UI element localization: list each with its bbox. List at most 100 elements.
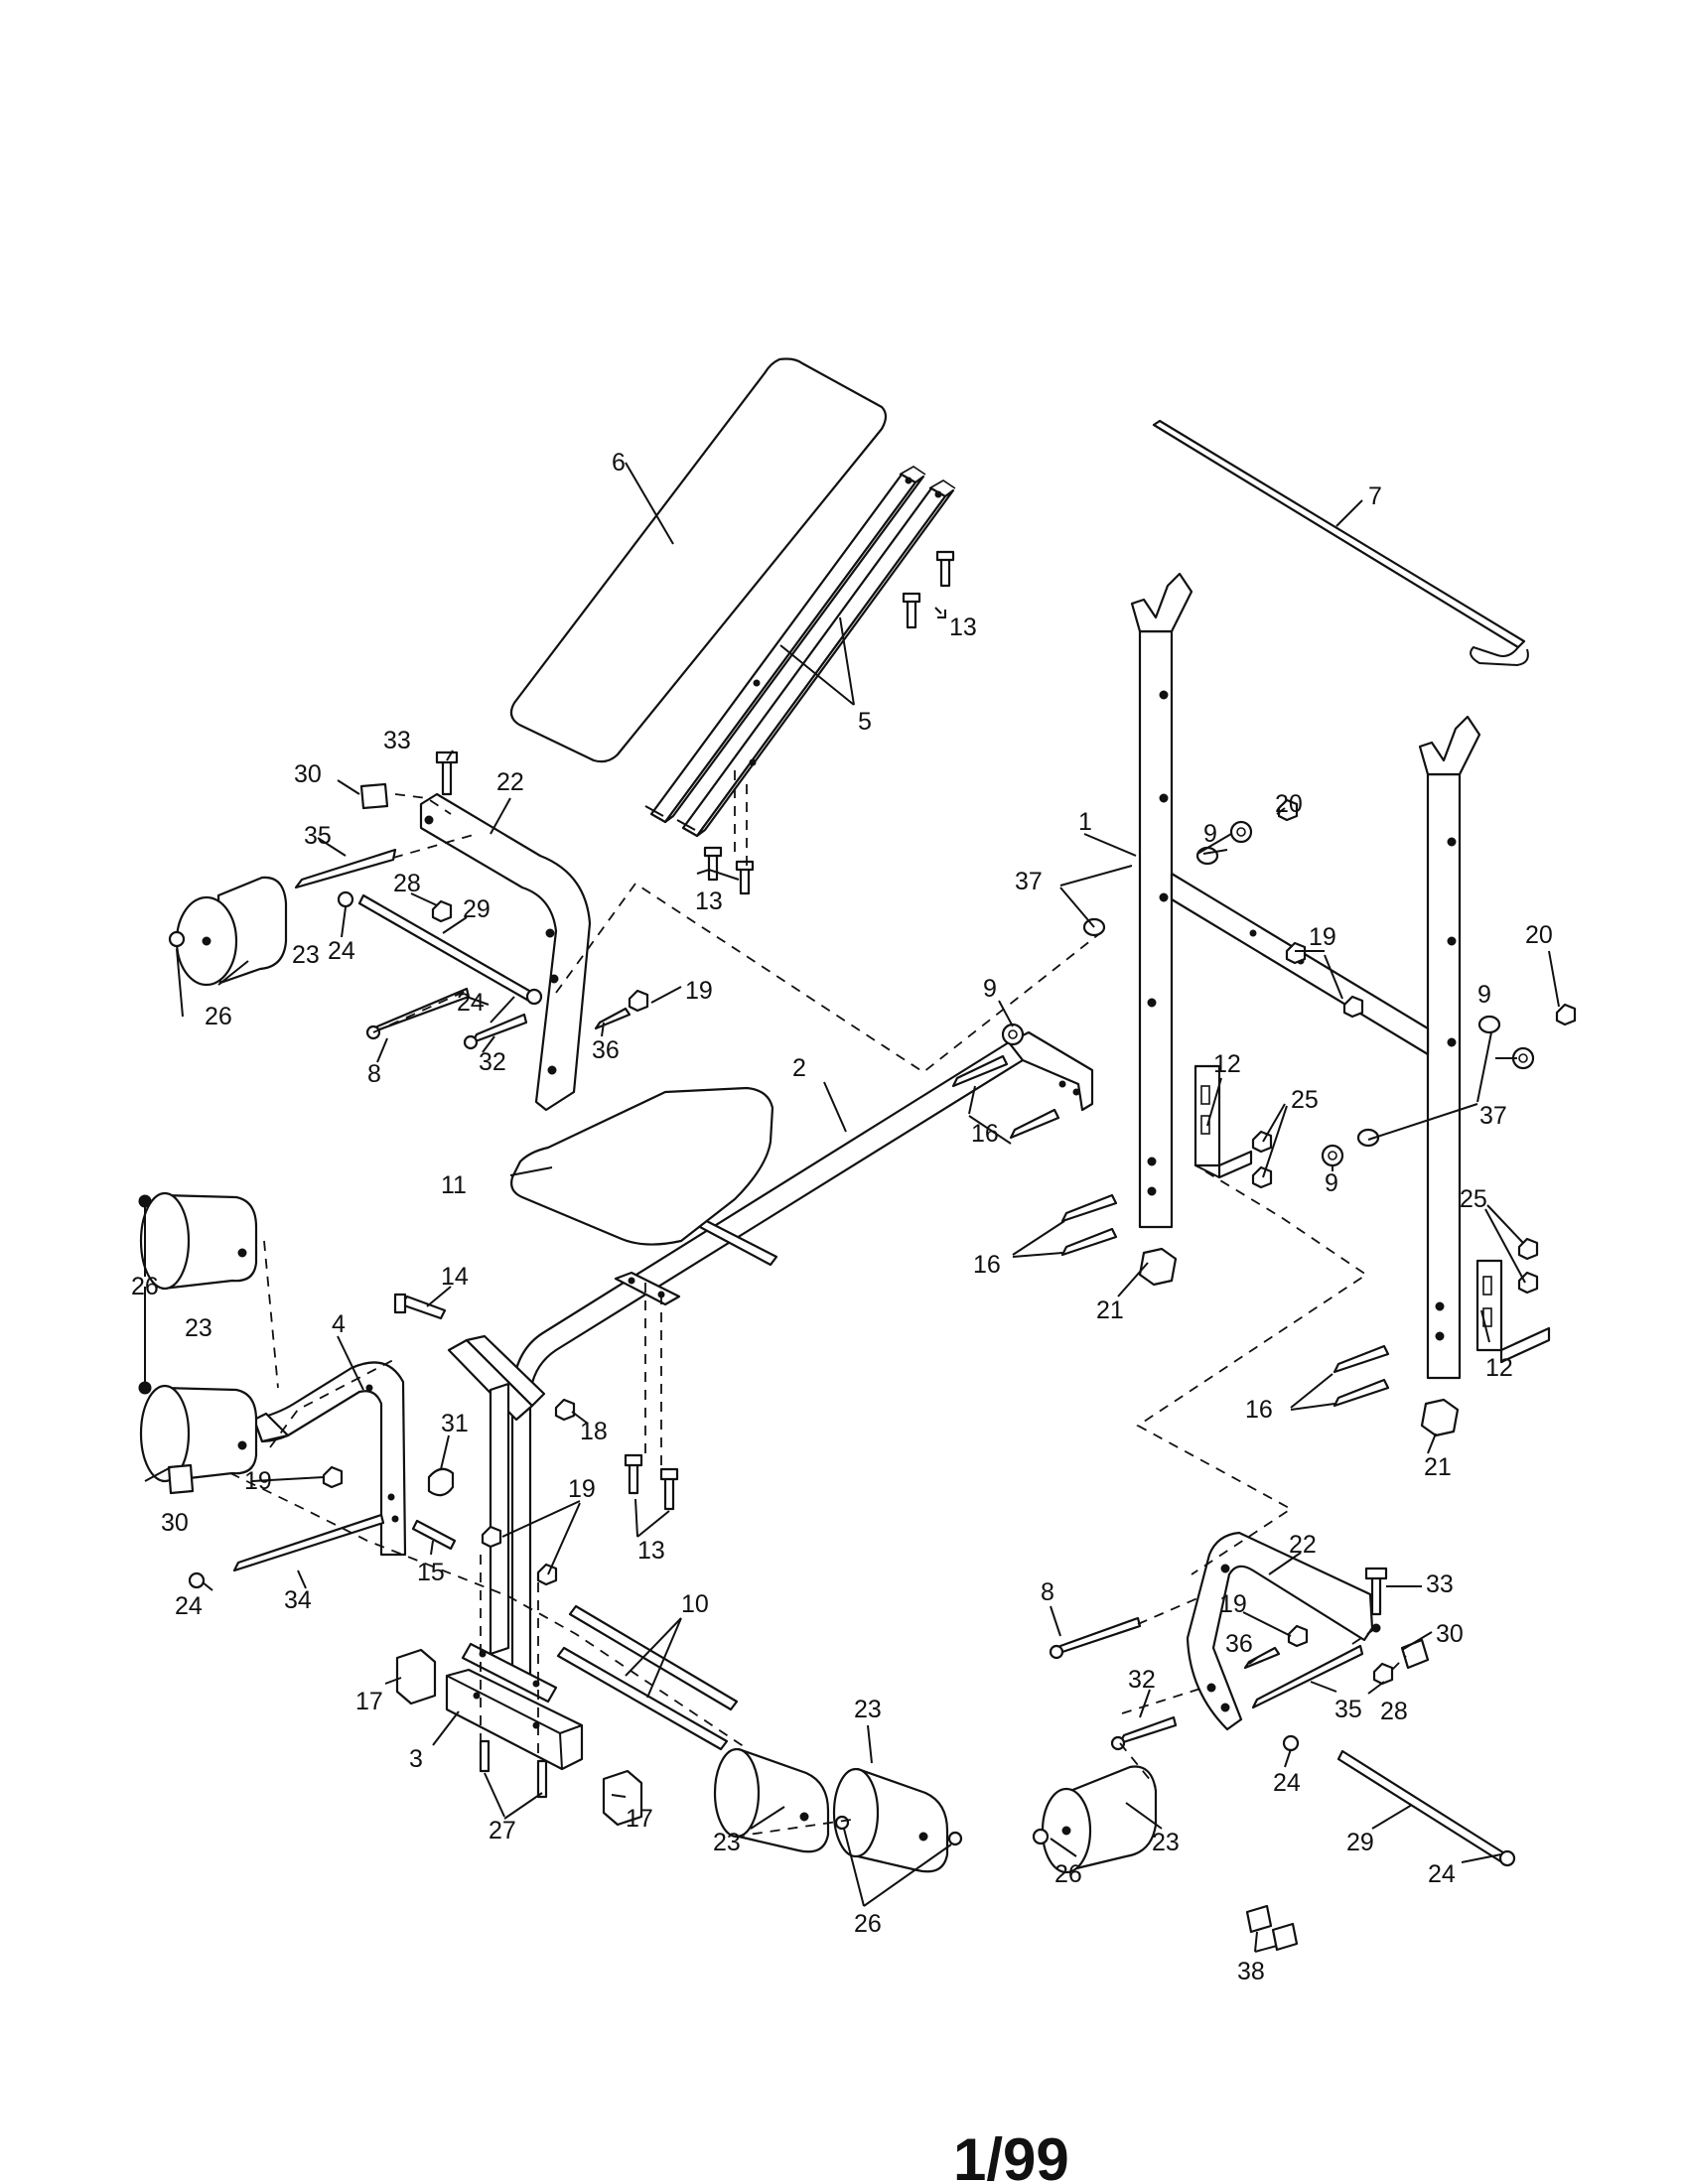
- callout-23: 23: [854, 1696, 882, 1723]
- callout-32: 32: [1128, 1666, 1156, 1694]
- roller-right: [1041, 1765, 1158, 1874]
- callout-11: 11: [441, 1171, 467, 1199]
- callout-30: 30: [161, 1509, 189, 1537]
- tube-10-upper: [568, 1604, 739, 1711]
- leader-lines: [144, 462, 1560, 1953]
- callout-36: 36: [592, 1036, 620, 1064]
- bar-rod: [1152, 419, 1529, 667]
- callout-15: 15: [417, 1559, 445, 1586]
- callout-12: 12: [1213, 1050, 1241, 1078]
- callout-24: 24: [175, 1592, 203, 1620]
- callout-4: 4: [332, 1310, 346, 1338]
- callout-22: 22: [1289, 1531, 1317, 1559]
- callout-19: 19: [685, 977, 713, 1005]
- callout-34: 34: [284, 1586, 312, 1614]
- bolts-27: [479, 1739, 548, 1799]
- callout-29: 29: [1346, 1829, 1374, 1856]
- bolt-15: [411, 1519, 457, 1551]
- callout-13: 13: [949, 614, 977, 641]
- callout-16: 16: [973, 1251, 1001, 1279]
- page-number: 1/99: [953, 2126, 1069, 2184]
- bracket-right: [1475, 1259, 1551, 1364]
- callout-5: 5: [858, 708, 872, 736]
- callout-8: 8: [1041, 1578, 1054, 1606]
- callout-20: 20: [1525, 921, 1553, 949]
- callout-32: 32: [479, 1048, 506, 1076]
- foam-rollers: [139, 876, 1158, 1874]
- end-cap-21-left: [1138, 1247, 1178, 1287]
- callout-36: 36: [1225, 1630, 1253, 1658]
- bolts-16: [951, 1054, 1390, 1408]
- callout-26: 26: [854, 1910, 882, 1938]
- callout-19: 19: [244, 1467, 272, 1495]
- bracket-left: [1193, 1064, 1253, 1179]
- callout-10: 10: [681, 1590, 709, 1618]
- callout-29: 29: [463, 895, 491, 923]
- seat-pad: [510, 1086, 774, 1246]
- callout-27: 27: [489, 1817, 516, 1844]
- callout-9: 9: [1325, 1169, 1338, 1197]
- callout-9: 9: [983, 975, 997, 1003]
- upright-right: [1418, 715, 1481, 1380]
- rod-34: [232, 1513, 385, 1572]
- callout-19: 19: [1309, 923, 1336, 951]
- callout-30: 30: [294, 760, 322, 788]
- end-cap-21-right: [1420, 1398, 1460, 1437]
- roller-left-bottom: [139, 1384, 258, 1483]
- back-pad: [509, 357, 888, 763]
- callout-21: 21: [1424, 1453, 1452, 1481]
- callout-25: 25: [1460, 1185, 1487, 1213]
- callout-7: 7: [1368, 482, 1382, 510]
- callout-24: 24: [1428, 1860, 1456, 1888]
- tube-35-left: [294, 848, 397, 889]
- callout-28: 28: [393, 870, 421, 897]
- callout-21: 21: [1096, 1297, 1124, 1324]
- callout-30: 30: [1436, 1620, 1464, 1648]
- callout-22: 22: [496, 768, 524, 796]
- callout-8: 8: [367, 1060, 381, 1088]
- callout-16: 16: [1245, 1396, 1273, 1424]
- callout-24: 24: [328, 937, 355, 965]
- leg-lift-arm: [252, 1361, 407, 1557]
- bolts-13: [624, 550, 955, 1511]
- callout-19: 19: [568, 1475, 596, 1503]
- callout-35: 35: [304, 822, 332, 850]
- leg-arm-lower-right: [1186, 1531, 1381, 1731]
- bolts-33: [435, 751, 1388, 1616]
- upright-left: [1130, 572, 1193, 1229]
- callout-17: 17: [355, 1688, 383, 1715]
- callout-33: 33: [383, 727, 411, 754]
- callout-23: 23: [292, 941, 320, 969]
- assembly-lines: [229, 770, 1407, 1838]
- callout-9: 9: [1203, 820, 1217, 848]
- callout-26: 26: [1054, 1860, 1082, 1888]
- callout-20: 20: [1275, 790, 1303, 818]
- callout-24: 24: [457, 989, 485, 1017]
- callout-1: 1: [1078, 808, 1092, 836]
- callout-13: 13: [695, 887, 723, 915]
- tube-35-right: [1251, 1644, 1364, 1709]
- callout-14: 14: [441, 1263, 469, 1291]
- callout-labels: 6 7 13 5 33 30 22 35 28 13 29 24 23 26 1…: [131, 449, 1553, 1985]
- callout-2: 2: [792, 1054, 806, 1082]
- callout-19: 19: [1219, 1590, 1247, 1618]
- callout-31: 31: [441, 1410, 469, 1437]
- callout-13: 13: [637, 1537, 665, 1565]
- callout-6: 6: [612, 449, 626, 477]
- callout-23: 23: [1152, 1829, 1180, 1856]
- callout-16: 16: [971, 1120, 999, 1148]
- leg-arm-top-left: [419, 792, 592, 1112]
- callout-23: 23: [713, 1829, 741, 1856]
- main-frame: [447, 1030, 1094, 1704]
- callout-23: 23: [185, 1314, 212, 1342]
- callout-18: 18: [580, 1418, 608, 1445]
- bolt-14: [399, 1295, 447, 1320]
- callout-25: 25: [1291, 1086, 1319, 1114]
- callout-33: 33: [1426, 1570, 1454, 1598]
- callout-37: 37: [1479, 1102, 1507, 1130]
- callout-37: 37: [1015, 868, 1043, 895]
- callout-3: 3: [409, 1745, 423, 1773]
- roller-upper-left: [175, 876, 288, 987]
- callout-26: 26: [205, 1003, 232, 1030]
